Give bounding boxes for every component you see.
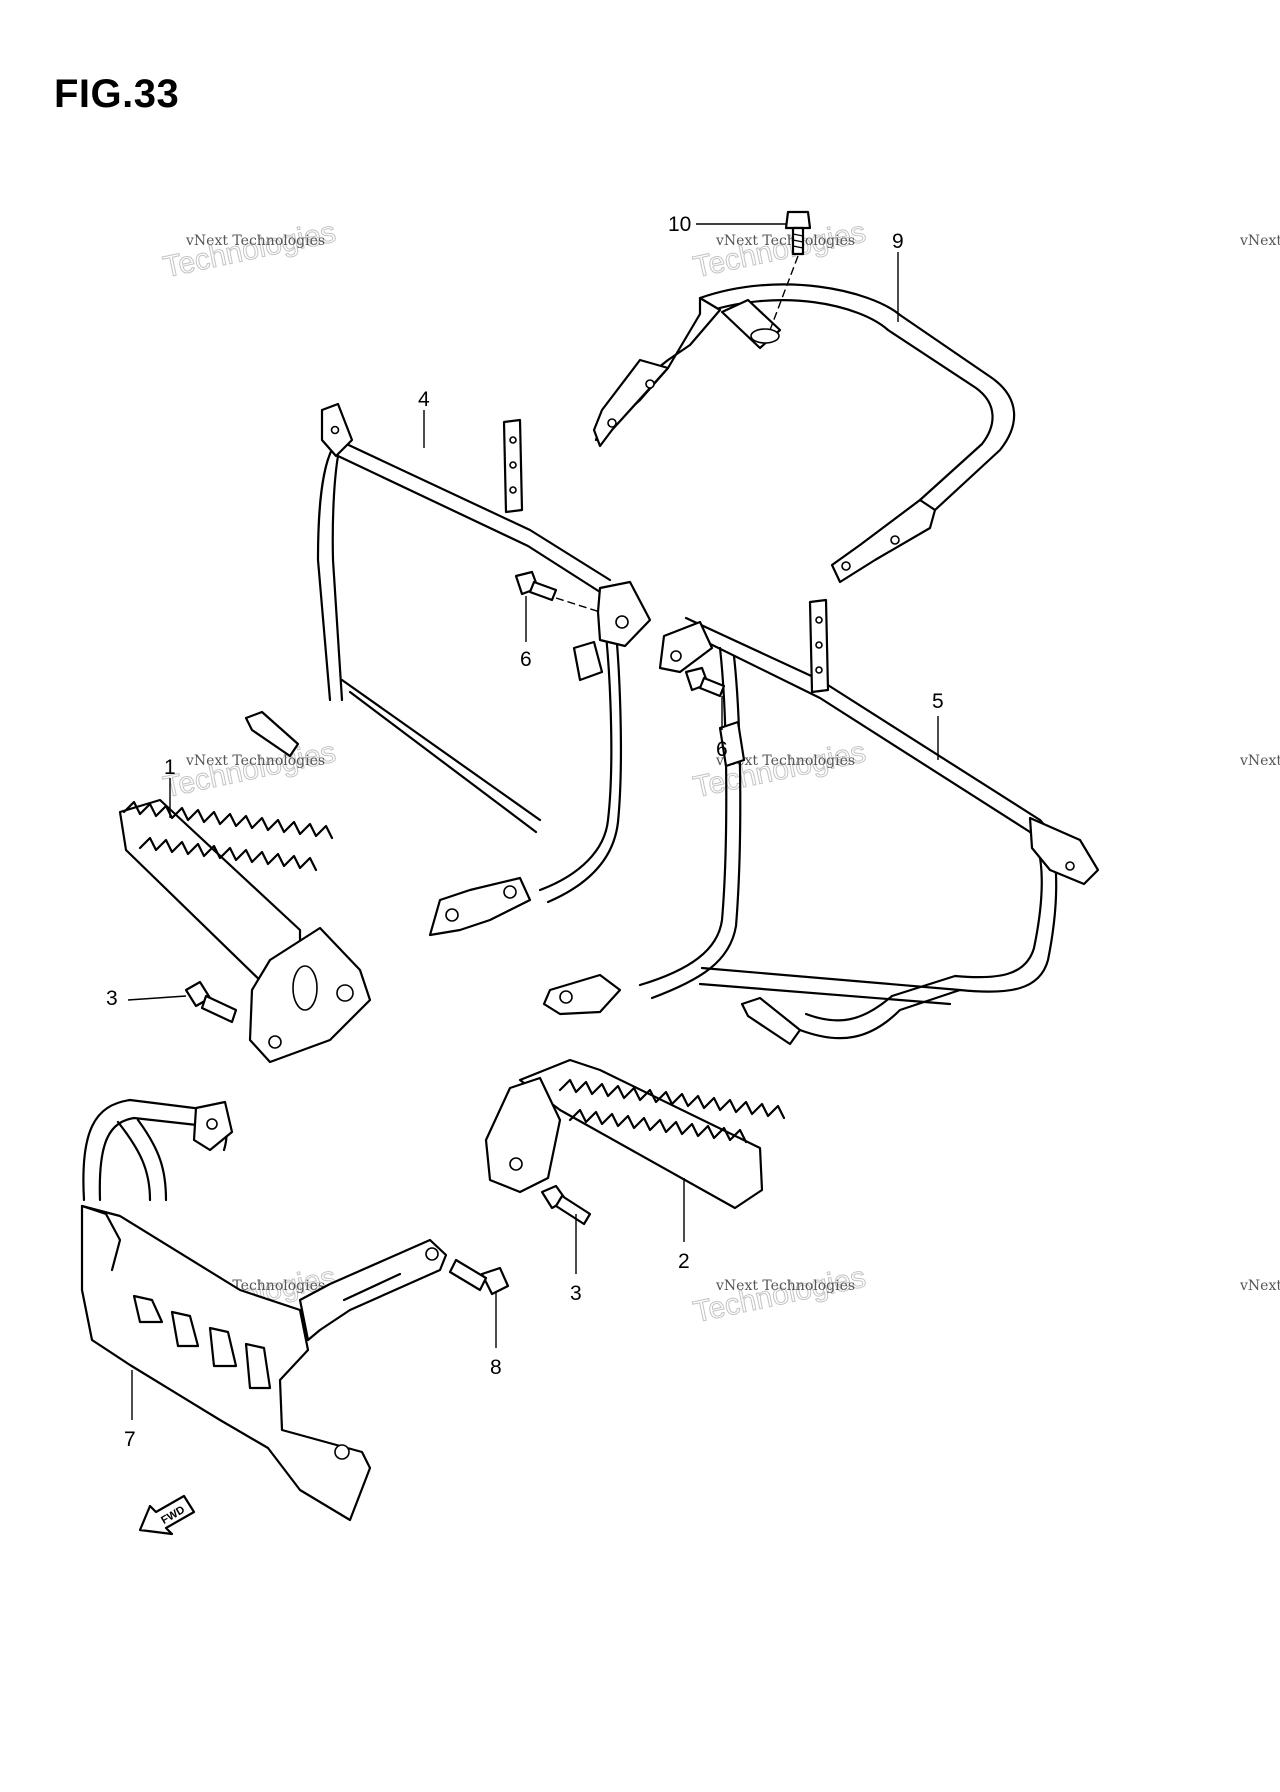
watermark-small: vNext Technologies xyxy=(715,753,855,769)
watermark-small: vNext Technologies xyxy=(715,233,855,249)
watermark-small-edge: vNext Technologies xyxy=(1239,233,1280,249)
part-4-left-bracket xyxy=(244,402,652,937)
part-3-bolt-right xyxy=(540,1184,592,1226)
callout-1: 1 xyxy=(164,756,176,779)
part-1-left-footrest xyxy=(118,798,372,1064)
watermark-large: Technologies xyxy=(160,736,338,805)
callout-10: 10 xyxy=(668,213,691,236)
callout-6-left: 6 xyxy=(520,648,532,671)
watermark-small: vNext Technologies xyxy=(715,1278,855,1294)
fwd-arrow: FWD xyxy=(138,1494,196,1536)
callout-6-right: 6 xyxy=(716,738,728,761)
part-8-bolt xyxy=(448,1258,510,1296)
part-7-guard xyxy=(80,1098,448,1522)
part-2-right-footrest xyxy=(484,1058,786,1210)
callout-3-left: 3 xyxy=(106,987,118,1010)
callout-4: 4 xyxy=(418,388,430,411)
part-5-right-bracket xyxy=(542,598,1100,1046)
watermark-large: Technologies xyxy=(690,216,868,285)
watermark-small-edge: vNext Technologies xyxy=(1239,753,1280,769)
watermark-small: vNext Technologies xyxy=(185,233,325,249)
watermark-small-edge: vNext Technologies xyxy=(1239,1278,1280,1294)
part-6-bolt-right xyxy=(684,666,726,698)
callout-7: 7 xyxy=(124,1428,136,1451)
callout-5: 5 xyxy=(932,690,944,713)
part-3-bolt-left xyxy=(184,980,238,1024)
part-9-grab-bar xyxy=(592,283,1016,584)
callout-3-right: 3 xyxy=(570,1282,582,1305)
watermark-small: vNext Technologies xyxy=(185,753,325,769)
leader-lines xyxy=(127,223,939,1420)
figure-title: FIG.33 xyxy=(54,72,180,116)
callout-8: 8 xyxy=(490,1356,502,1379)
watermark-large: Technologies xyxy=(160,216,338,285)
watermark-large: Technologies xyxy=(690,1261,868,1330)
callout-2: 2 xyxy=(678,1250,690,1273)
callout-9: 9 xyxy=(892,230,904,253)
part-6-bolt-left xyxy=(514,570,601,613)
callouts: 1 2 3 3 4 5 6 6 7 8 9 10 xyxy=(106,213,944,1451)
part-10-bolt xyxy=(769,210,812,331)
